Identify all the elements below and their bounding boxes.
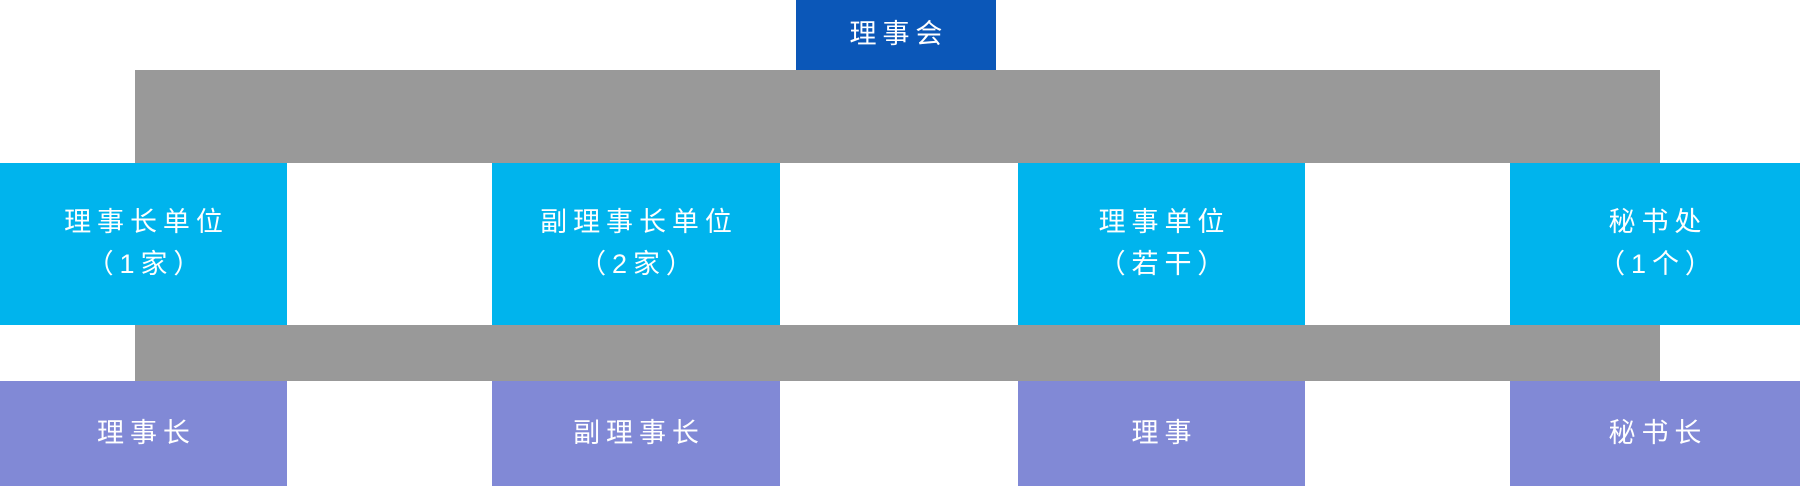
node-count: （若干） bbox=[1098, 249, 1231, 279]
node-secretary-general-role[interactable]: 秘书长 bbox=[1510, 381, 1800, 486]
connector-lower-bus bbox=[135, 325, 1660, 381]
node-director-role[interactable]: 理事 bbox=[1018, 381, 1305, 486]
node-count: （1个） bbox=[1598, 249, 1718, 279]
node-label: 副理事长单位 bbox=[540, 207, 738, 238]
node-label: 理事会 bbox=[849, 19, 949, 50]
node-chairman-role[interactable]: 理事长 bbox=[0, 381, 287, 486]
node-vice-chairman-role[interactable]: 副理事长 bbox=[492, 381, 780, 486]
node-label: 理事 bbox=[1131, 417, 1198, 448]
node-count: （2家） bbox=[579, 249, 699, 279]
node-secretariat-unit[interactable]: 秘书处 （1个） bbox=[1510, 163, 1800, 325]
node-label: 秘书处 bbox=[1608, 207, 1708, 238]
node-label: 副理事长 bbox=[573, 417, 705, 448]
node-label: 理事长单位 bbox=[64, 207, 229, 238]
node-director-unit[interactable]: 理事单位 （若干） bbox=[1018, 163, 1305, 325]
node-board-of-directors[interactable]: 理事会 bbox=[796, 0, 996, 70]
node-label: 理事长 bbox=[97, 417, 196, 448]
node-label: 理事单位 bbox=[1098, 207, 1231, 238]
node-chairman-unit[interactable]: 理事长单位 （1家） bbox=[0, 163, 287, 325]
node-vice-chairman-unit[interactable]: 副理事长单位 （2家） bbox=[492, 163, 780, 325]
node-label: 秘书长 bbox=[1608, 417, 1708, 448]
node-count: （1家） bbox=[86, 249, 207, 279]
connector-upper-bus bbox=[135, 70, 1660, 163]
